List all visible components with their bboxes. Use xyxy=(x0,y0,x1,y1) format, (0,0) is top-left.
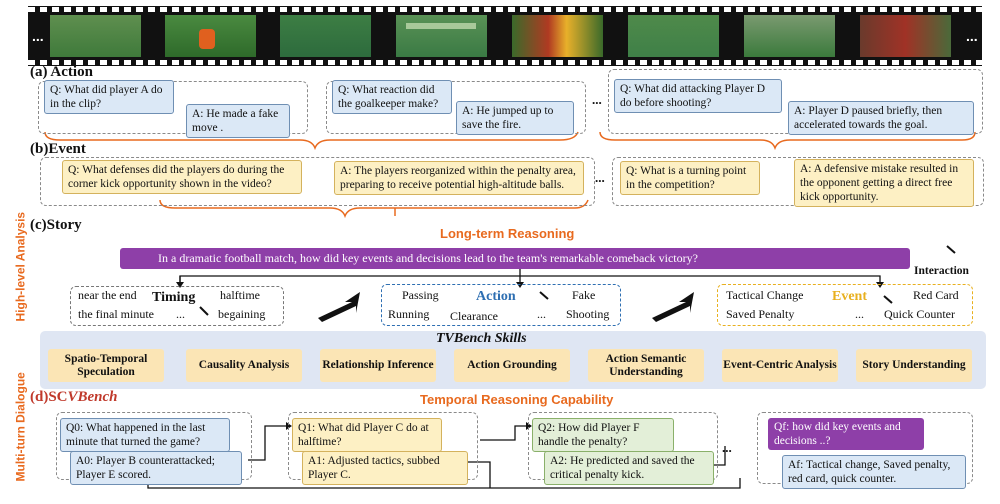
high-level-analysis-label: High-level Analysis xyxy=(13,211,28,322)
action-word-ellipsis: ... xyxy=(537,307,546,321)
action-word-clearance: Clearance xyxy=(450,309,498,323)
video-frame xyxy=(744,15,835,57)
skill-item: Causality Analysis xyxy=(186,349,302,382)
dialogue-ellipsis: ... xyxy=(722,440,732,455)
event-answer-1: A: The players reorganized within the pe… xyxy=(334,161,584,195)
action-question-2: Q: What reaction did the goalkeeper make… xyxy=(332,80,452,114)
action-keyword-box xyxy=(381,284,621,326)
multi-turn-dialogue-label: Multi-turn Dialogue xyxy=(13,372,28,482)
action-answer-3: A: Player D paused briefly, then acceler… xyxy=(788,101,974,135)
interaction-label: Interaction xyxy=(914,265,969,277)
dialogue-a0: A0: Player B counterattacked; Player E s… xyxy=(70,451,242,485)
skill-item: Relationship Inference xyxy=(320,349,436,382)
video-frame xyxy=(165,15,256,57)
dialogue-a1: A1: Adjusted tactics, subbed Player C. xyxy=(302,451,468,485)
story-section-title: (c)Story xyxy=(30,217,82,233)
film-holes-top xyxy=(28,7,982,12)
film-ellipsis-right: ... xyxy=(966,28,978,44)
temporal-reasoning-label: Temporal Reasoning Capability xyxy=(420,392,614,407)
skill-item: Action Semantic Understanding xyxy=(588,349,704,382)
video-frame xyxy=(50,15,141,57)
skill-item: Event-Centric Analysis xyxy=(722,349,838,382)
video-frame xyxy=(860,15,951,57)
dialogue-q0: Q0: What happened in the last minute tha… xyxy=(60,418,230,452)
action-word-running: Running xyxy=(388,307,430,321)
skill-item: Action Grounding xyxy=(454,349,570,382)
action-question-1: Q: What did player A do in the clip? xyxy=(44,80,174,114)
event-keyword-box xyxy=(717,284,973,326)
event-question-2: Q: What is a turning point in the compet… xyxy=(620,161,760,195)
filmstrip: ... ... xyxy=(28,6,982,66)
timing-title: Timing xyxy=(152,290,196,305)
skill-item: Story Understanding xyxy=(856,349,972,382)
dialogue-section-title: (d)SCVBench xyxy=(30,389,118,406)
skill-item: Spatio-Temporal Speculation xyxy=(48,349,164,382)
event-keyword-title: Event xyxy=(832,289,867,304)
event-question-1: Q: What defenses did the players do duri… xyxy=(62,160,302,194)
event-word-saved-penalty: Saved Penalty xyxy=(726,307,795,321)
dialogue-q2: Q2: How did Player F handle the penalty? xyxy=(532,418,674,452)
action-word-passing: Passing xyxy=(402,288,439,302)
video-frame xyxy=(280,15,371,57)
timing-word-ellipsis: ... xyxy=(176,307,185,321)
event-word-tactical-change: Tactical Change xyxy=(726,288,804,302)
timing-word-halftime: halftime xyxy=(220,288,260,302)
action-keyword-title: Action xyxy=(476,289,516,304)
event-word-red-card: Red Card xyxy=(913,288,959,302)
action-word-fake: Fake xyxy=(572,288,596,302)
story-question: In a dramatic football match, how did ke… xyxy=(120,248,910,269)
event-word-ellipsis: ... xyxy=(855,307,864,321)
long-term-reasoning-label: Long-term Reasoning xyxy=(440,226,575,241)
event-group-1 xyxy=(40,157,595,206)
dialogue-title-italic: VBench xyxy=(67,389,118,405)
event-word-quick-counter: Quick Counter xyxy=(884,307,955,321)
action-ellipsis: ... xyxy=(592,92,602,107)
film-ellipsis-left: ... xyxy=(32,28,44,44)
event-answer-2: A: A defensive mistake resulted in the o… xyxy=(794,159,974,207)
event-section-title: (b)Event xyxy=(30,141,86,157)
action-word-shooting: Shooting xyxy=(566,307,610,321)
action-answer-2: A: He jumped up to save the fire. xyxy=(456,101,574,135)
dialogue-a2: A2: He predicted and saved the critical … xyxy=(544,451,714,485)
action-answer-1: A: He made a fake move . xyxy=(186,104,290,138)
dialogue-af: Af: Tactical change, Saved penalty, red … xyxy=(782,455,966,489)
timing-word-near-end: near the end xyxy=(78,288,137,302)
story-question-tail xyxy=(120,259,134,267)
skills-title: TVBench Skills xyxy=(436,331,527,346)
dialogue-qf: Qf: how did key events and decisions ..? xyxy=(768,418,924,450)
event-ellipsis: ... xyxy=(595,170,605,185)
video-frame xyxy=(628,15,719,57)
action-question-3: Q: What did attacking Player D do before… xyxy=(614,79,782,113)
timing-word-final-minute: the final minute xyxy=(78,307,154,321)
dialogue-q1: Q1: What did Player C do at halftime? xyxy=(292,418,442,452)
timing-word-beginning: begaining xyxy=(218,307,266,321)
action-section-title: (a) Action xyxy=(30,64,93,80)
dialogue-title-prefix: (d)SC xyxy=(30,389,68,405)
video-frame xyxy=(396,15,487,57)
film-holes-bottom xyxy=(28,60,982,65)
video-frame xyxy=(512,15,603,57)
timing-box xyxy=(70,286,284,326)
